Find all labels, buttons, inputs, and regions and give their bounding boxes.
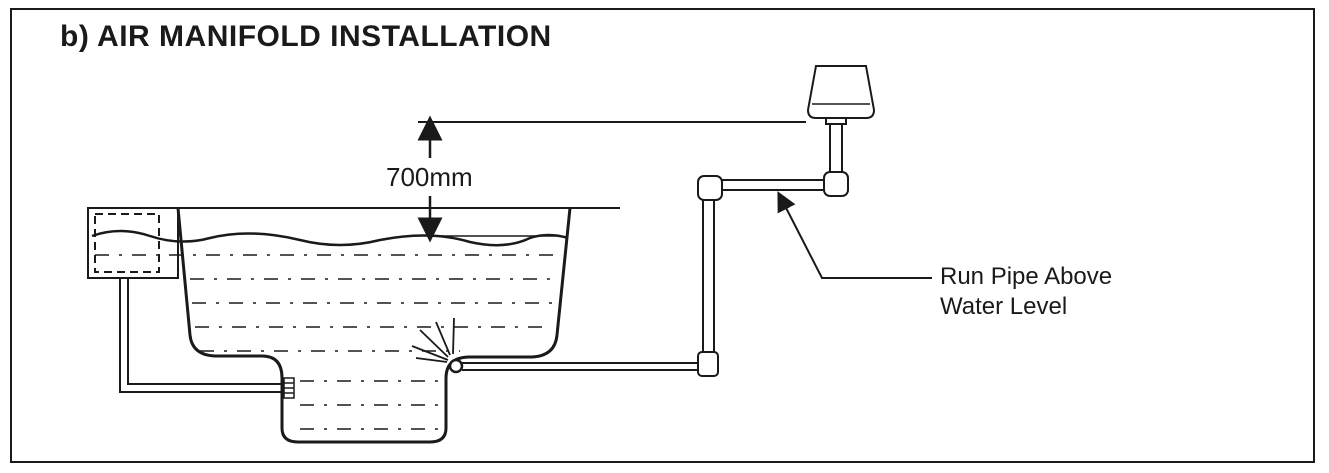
suction-fitting [283, 377, 295, 399]
water-body-hatching [95, 254, 556, 430]
water-surface [91, 229, 569, 247]
elbow-lower [697, 351, 719, 377]
air-jet [448, 358, 464, 374]
elbow-top [823, 171, 849, 197]
callout-note: Run Pipe Above Water Level [940, 262, 1112, 322]
spa-shell [176, 207, 572, 444]
air-blower-icon [806, 65, 876, 119]
suction-pipe [119, 278, 284, 393]
callout-line-1: Run Pipe Above [940, 263, 1113, 290]
elbow-upper [697, 175, 723, 201]
suction-pipe-inner [127, 278, 284, 385]
air-spray-lines [411, 317, 455, 363]
dimension-label: 700mm [386, 162, 473, 192]
equipment-housing [87, 207, 179, 279]
callout-leader [777, 191, 932, 279]
callout-line-2: Water Level [940, 293, 1068, 320]
diagram-title: b) AIR MANIFOLD INSTALLATION [60, 20, 552, 53]
skimmer-box-dashed [94, 213, 160, 273]
diagram-frame [10, 8, 1315, 463]
